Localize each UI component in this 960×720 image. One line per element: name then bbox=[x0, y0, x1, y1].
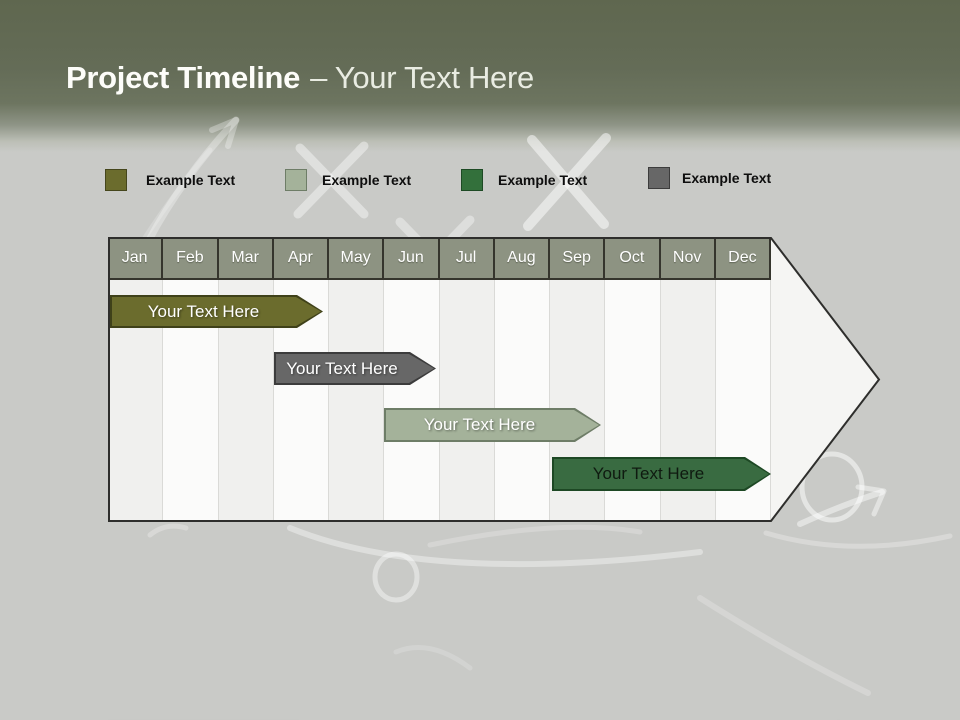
task-bar-green: Your Text Here bbox=[552, 457, 771, 491]
legend-label: Example Text bbox=[682, 170, 772, 186]
month-header-cell: Mar bbox=[218, 238, 274, 280]
month-header-cell: Feb bbox=[163, 238, 219, 280]
legend-swatch-sage bbox=[285, 169, 307, 191]
legend-label: Example Text bbox=[322, 172, 412, 188]
month-column bbox=[329, 280, 385, 520]
task-bar-fill: Your Text Here bbox=[112, 297, 321, 326]
task-bar-sage: Your Text Here bbox=[384, 408, 601, 442]
month-header-cell: Dec bbox=[715, 238, 771, 280]
chalk-circle-icon bbox=[372, 551, 420, 603]
legend-item: Example Text bbox=[285, 166, 411, 194]
task-bar-label: Your Text Here bbox=[147, 301, 260, 321]
task-bar-label: Your Text Here bbox=[423, 415, 536, 434]
title-subtitle: – Your Text Here bbox=[310, 60, 534, 95]
task-bar-fill: Your Text Here bbox=[554, 459, 769, 489]
legend-item: Example Text bbox=[648, 164, 771, 192]
task-bar-gray: Your Text Here bbox=[274, 352, 436, 385]
task-bar-olive: Your Text Here bbox=[110, 295, 323, 328]
month-column bbox=[439, 280, 495, 520]
legend-item: Example Text bbox=[105, 166, 235, 194]
legend-swatch-gray bbox=[648, 167, 670, 189]
task-bar-label: Your Text Here bbox=[592, 464, 705, 483]
task-bar-label: Your Text Here bbox=[286, 358, 398, 378]
month-header-cell: Jan bbox=[108, 238, 164, 280]
month-header-cell: Sep bbox=[550, 238, 606, 280]
month-header-cell: Apr bbox=[273, 238, 329, 280]
legend-item: Example Text bbox=[461, 166, 587, 194]
title-main: Project Timeline bbox=[66, 60, 301, 95]
page-title: Project Timeline – Your Text Here bbox=[66, 60, 534, 96]
legend-label: Example Text bbox=[498, 172, 588, 188]
legend-swatch-green bbox=[461, 169, 483, 191]
month-header-cell: Oct bbox=[605, 238, 661, 280]
legend-label: Example Text bbox=[146, 172, 236, 188]
task-bar-fill: Your Text Here bbox=[386, 410, 599, 440]
chalk-curves-icon bbox=[147, 523, 871, 696]
month-column bbox=[494, 280, 550, 520]
month-header-cell: May bbox=[329, 238, 385, 280]
month-column bbox=[384, 280, 440, 520]
timeline-arrow: Jan Feb Mar Apr May Jun Jul Aug Sep Oct … bbox=[108, 237, 881, 522]
task-bar-fill: Your Text Here bbox=[276, 354, 434, 383]
month-header-cell: Aug bbox=[494, 238, 550, 280]
title-band bbox=[0, 0, 960, 152]
month-header-cell: Nov bbox=[660, 238, 716, 280]
month-header-cell: Jun bbox=[384, 238, 440, 280]
legend-swatch-olive bbox=[105, 169, 127, 191]
month-header-cell: Jul bbox=[439, 238, 495, 280]
